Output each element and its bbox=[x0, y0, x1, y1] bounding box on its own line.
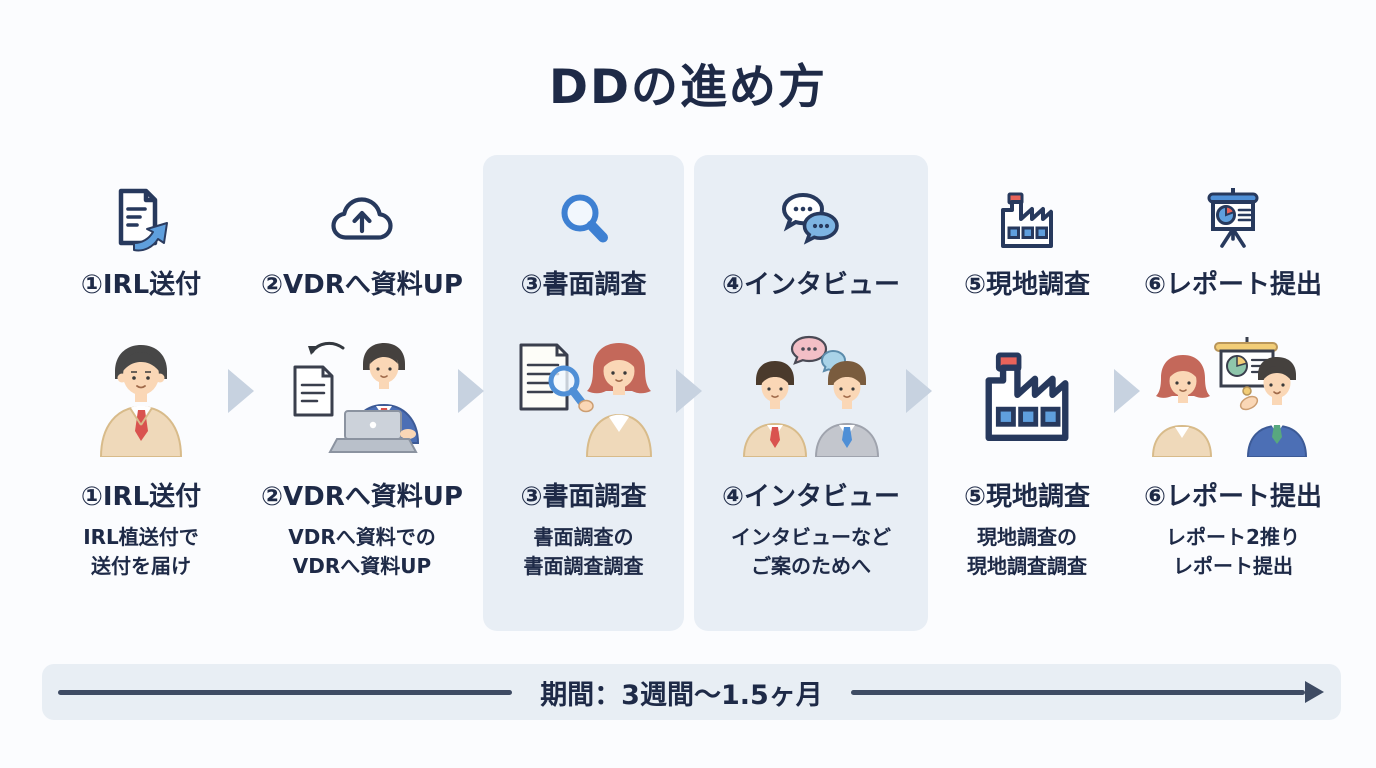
step-label-mid: ④インタビュー bbox=[721, 482, 900, 512]
document-send-icon bbox=[104, 183, 178, 259]
step-description: 現地調査の 現地調査調査 bbox=[967, 523, 1087, 581]
timeline-bar: 期間：3週間〜1.5ヶ月 bbox=[42, 664, 1341, 720]
step-label-top: ⑤現地調査 bbox=[963, 270, 1090, 300]
step-column-4: ④インタビュー bbox=[694, 155, 928, 631]
step-description-line1: 書面調査の bbox=[533, 525, 634, 549]
step-label-mid: ③書面調査 bbox=[520, 482, 647, 512]
flow-arrow-icon bbox=[1114, 369, 1140, 413]
step-description: IRL植送付で 送付を届け bbox=[83, 523, 199, 581]
flow-arrow-icon bbox=[458, 369, 484, 413]
flow-arrow-icon bbox=[228, 369, 254, 413]
woman-document-review-illustration bbox=[509, 335, 659, 457]
step-description-line1: VDRへ資料での bbox=[288, 525, 436, 549]
timeline-arrow-icon bbox=[850, 689, 1305, 695]
step-label-top: ②VDRへ資料UP bbox=[261, 270, 463, 300]
step-column-5: ⑤現地調査 ⑤現地調査 現地調査の 現地調査調査 bbox=[934, 155, 1120, 631]
step-column-6: ⑥レポート提出 bbox=[1126, 155, 1340, 631]
step-description-line2: レポート提出 bbox=[1172, 554, 1293, 578]
man-uploading-laptop-illustration bbox=[287, 335, 437, 457]
step-label-top: ⑥レポート提出 bbox=[1143, 270, 1322, 300]
step-description-line2: ご案のためへ bbox=[751, 554, 871, 578]
cloud-upload-icon bbox=[325, 183, 399, 259]
step-description-line1: 現地調査の bbox=[977, 525, 1077, 549]
step-description-line2: 現地調査調査 bbox=[967, 554, 1087, 578]
businessman-illustration bbox=[76, 335, 206, 457]
step-column-1: ①IRL送付 ①IRL送付 IRL植送付で 送付を届け bbox=[40, 155, 242, 631]
step-description: VDRへ資料での VDRへ資料UP bbox=[288, 523, 435, 581]
timeline-line-left bbox=[58, 689, 513, 695]
step-description: インタビューなど ご案のためへ bbox=[731, 523, 891, 581]
page-title: DDの進め方 bbox=[548, 60, 828, 115]
step-description-line1: IRL植送付で bbox=[83, 525, 199, 549]
step-label-mid: ⑤現地調査 bbox=[963, 482, 1090, 512]
report-presentation-illustration bbox=[1143, 335, 1323, 457]
step-label-top: ③書面調査 bbox=[520, 270, 647, 300]
flow-arrow-icon bbox=[676, 369, 702, 413]
step-label-mid: ①IRL送付 bbox=[80, 482, 202, 512]
magnifier-icon bbox=[547, 183, 621, 259]
step-column-2: ②VDRへ資料UP bbox=[248, 155, 476, 631]
timeline-label: 期間：3週間〜1.5ヶ月 bbox=[540, 679, 823, 711]
flow-arrow-icon bbox=[906, 369, 932, 413]
chat-bubbles-icon bbox=[774, 183, 848, 259]
step-label-mid: ⑥レポート提出 bbox=[1143, 482, 1322, 512]
step-description-line2: 書面調査調査 bbox=[523, 554, 644, 578]
step-description: レポート2推り レポート提出 bbox=[1166, 523, 1300, 581]
factory-illustration bbox=[967, 335, 1087, 457]
factory-icon bbox=[990, 183, 1064, 259]
presentation-board-icon bbox=[1196, 183, 1270, 259]
step-description-line1: レポート2推り bbox=[1166, 525, 1300, 549]
step-label-top: ④インタビュー bbox=[721, 270, 900, 300]
step-description: 書面調査の 書面調査調査 bbox=[524, 523, 644, 581]
step-column-3: ③書面調査 ③書面調査 書面調査の 書面調査調査 bbox=[483, 155, 684, 631]
step-label-top: ①IRL送付 bbox=[80, 270, 202, 300]
step-description-line2: 送付を届け bbox=[91, 554, 191, 578]
interview-two-men-illustration bbox=[721, 335, 901, 457]
step-description-line2: VDRへ資料UP bbox=[292, 554, 432, 578]
step-label-mid: ②VDRへ資料UP bbox=[261, 482, 463, 512]
step-description-line1: インタビューなど bbox=[731, 525, 891, 549]
